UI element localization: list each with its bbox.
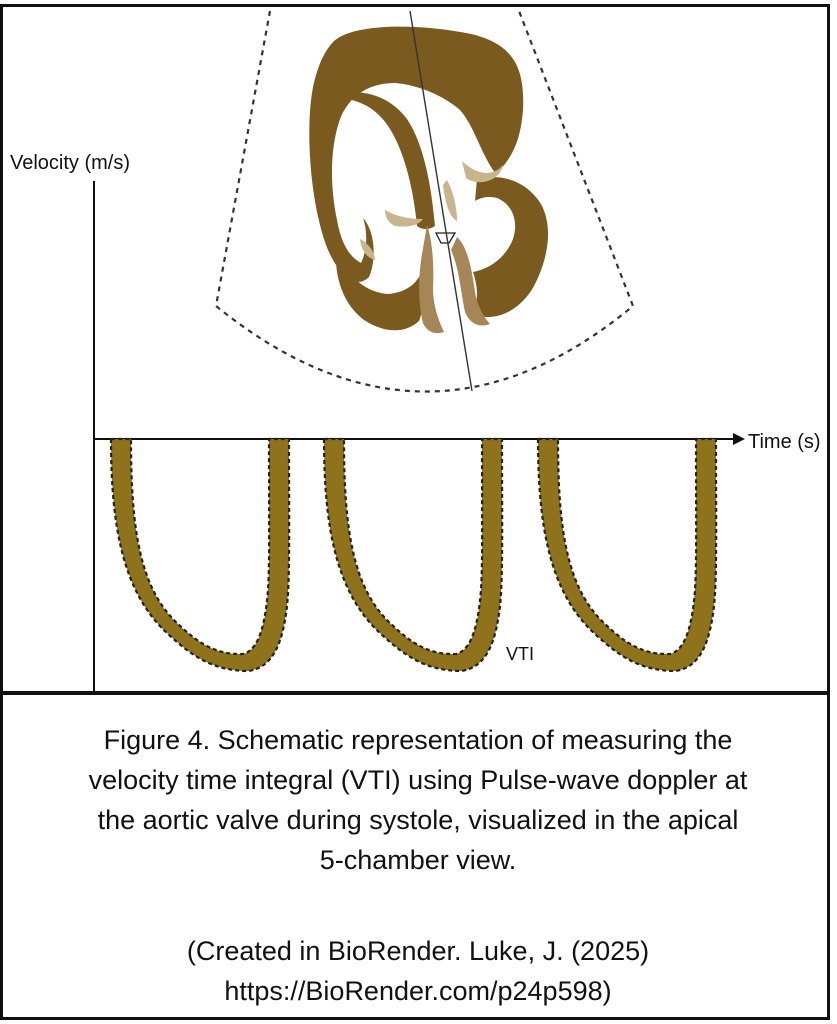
heart-leaflet-left <box>385 210 423 227</box>
vti-envelope-3 <box>536 437 718 673</box>
heart-septum <box>347 92 435 229</box>
figure-caption: Figure 4. Schematic representation of me… <box>88 725 748 875</box>
valve-marker <box>434 232 457 244</box>
heart-left-wall <box>309 26 524 282</box>
figure-credit: (Created in BioRender. Luke, J. (2025) h… <box>186 936 650 1006</box>
heart-lower-left-chamber <box>335 247 425 331</box>
diagram-panel: Velocity (m/s) Time (s) VTI <box>0 4 830 694</box>
doppler-diagram <box>93 10 745 691</box>
x-axis-arrowhead <box>733 433 745 445</box>
vti-envelope-1 <box>109 437 291 673</box>
heart-leaflet-right-top <box>462 161 503 183</box>
vti-envelope-2 <box>322 437 504 673</box>
aortic-valve-left <box>419 225 444 334</box>
aortic-valve-right <box>451 237 490 326</box>
caption-panel: Figure 4. Schematic representation of me… <box>0 692 830 1020</box>
vti-annotation: VTI <box>506 644 535 664</box>
heart-leaflet-left-bottom <box>360 239 375 260</box>
heart-apical-5-chamber-icon <box>309 26 549 334</box>
ultrasound-sector-outline <box>214 10 635 393</box>
heart-right-chamber <box>472 177 549 317</box>
heart-leaflet-top <box>443 180 457 221</box>
x-axis-label: Time (s) <box>748 431 821 453</box>
y-axis-label: Velocity (m/s) <box>10 152 131 174</box>
vti-waveforms <box>109 437 718 673</box>
pulse-wave-doppler-beam-icon <box>409 10 473 392</box>
